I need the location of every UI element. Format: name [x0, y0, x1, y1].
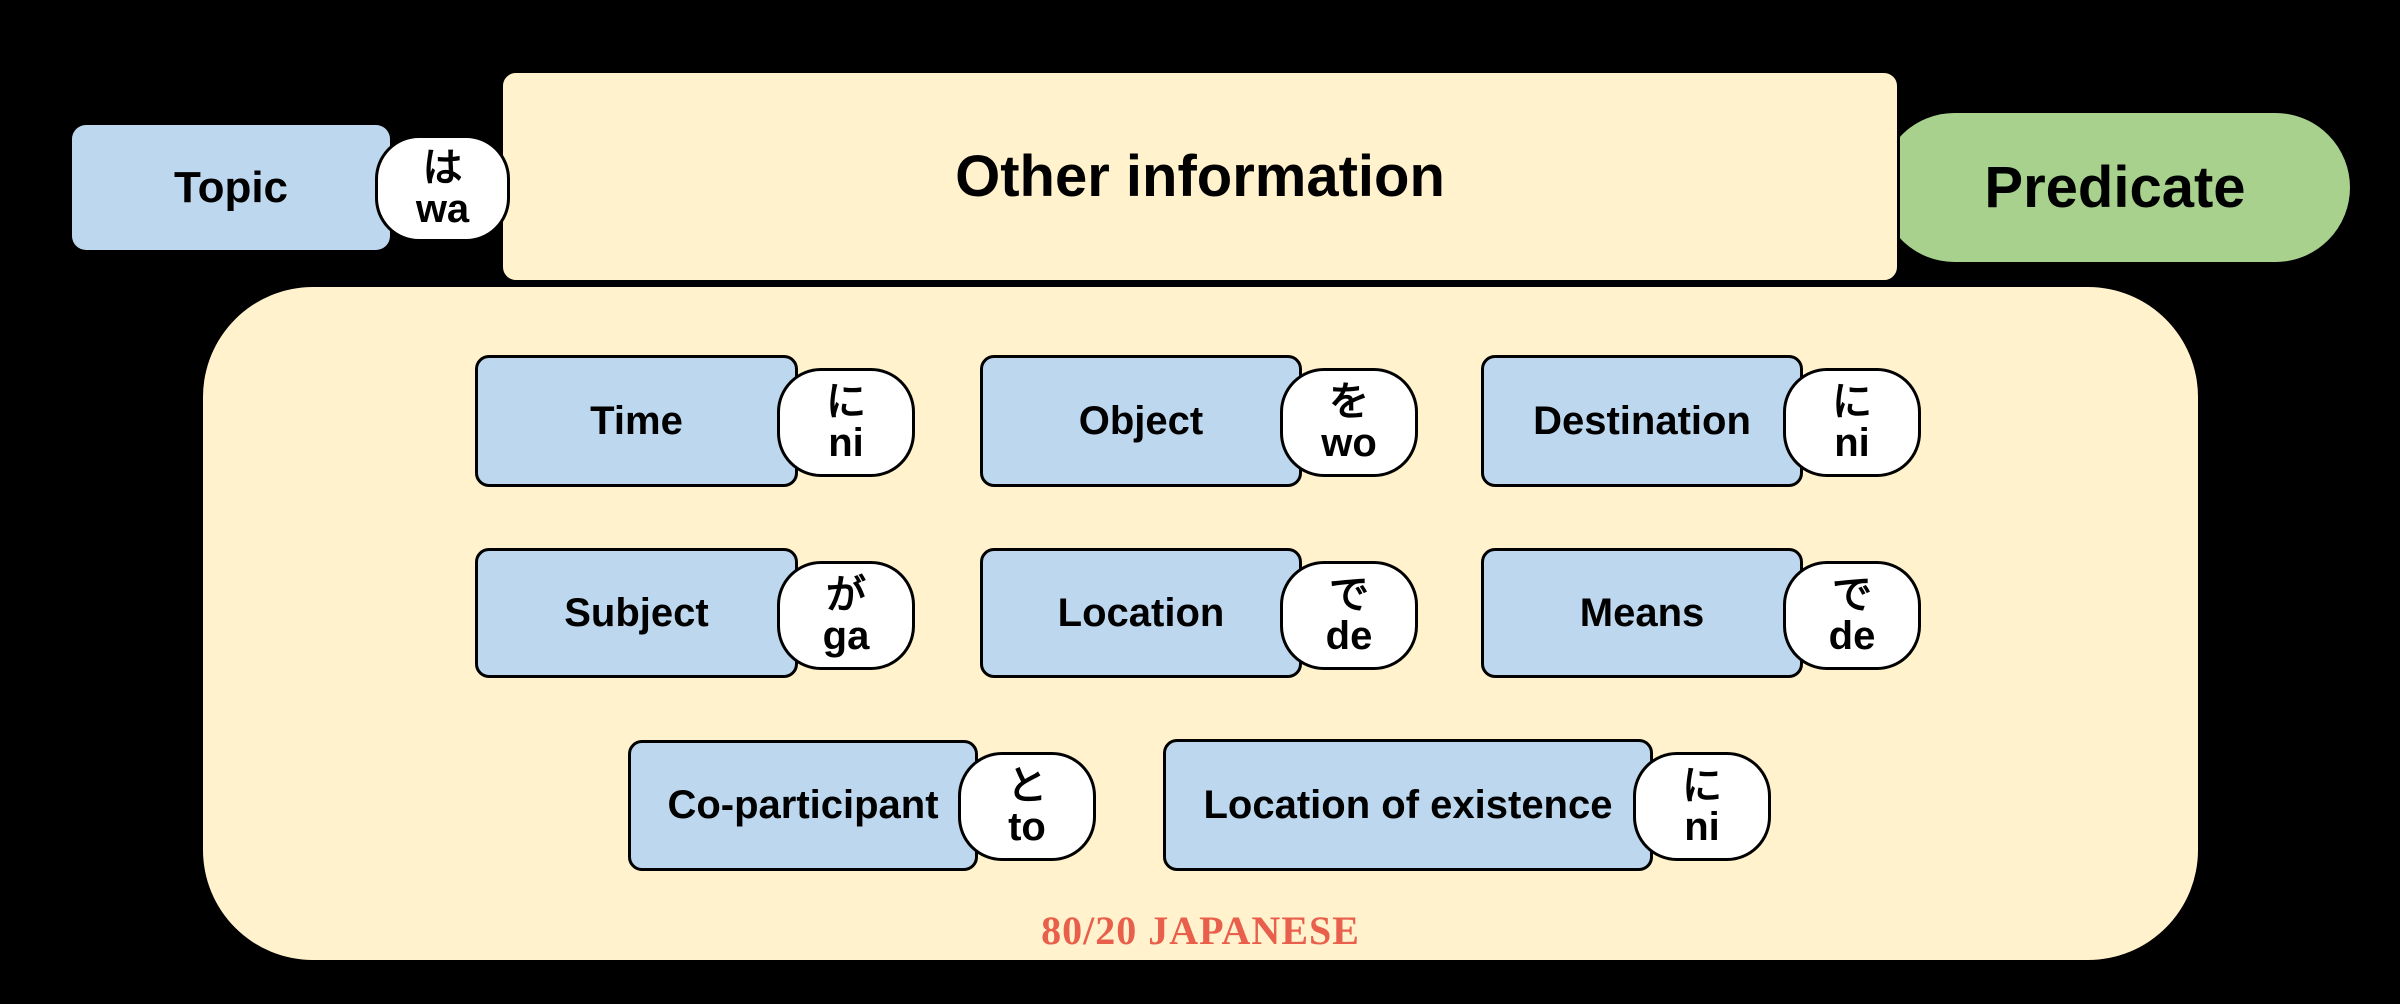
role-box-location-of-existence: Location of existence: [1163, 739, 1653, 871]
particle-bubble-ni-existence: に ni: [1633, 752, 1771, 861]
particle-romaji: de: [1325, 613, 1373, 658]
role-box-time: Time: [475, 355, 798, 487]
particle-romaji: wo: [1321, 420, 1377, 465]
particle-jp: に: [1682, 763, 1722, 808]
particle-romaji: ni: [828, 420, 864, 465]
particle-jp: で: [1832, 572, 1872, 617]
particle-romaji: ni: [1684, 804, 1720, 849]
brand-logo-text: 80/20 JAPANESE: [1041, 907, 1360, 953]
particle-romaji: ga: [822, 613, 870, 658]
particle-bubble-wa: は wa: [375, 135, 510, 242]
particle-bubble-wo: を wo: [1280, 368, 1418, 477]
particle-jp: を: [1329, 379, 1369, 424]
role-box-co-participant: Co-participant: [628, 740, 978, 871]
particle-romaji: de: [1828, 613, 1876, 658]
particle-bubble-ga: が ga: [777, 561, 915, 670]
topic-box: Topic: [72, 125, 390, 250]
other-information-box: Other information: [500, 70, 1900, 283]
particle-romaji: ni: [1834, 420, 1870, 465]
particle-bubble-ni-destination: に ni: [1783, 368, 1921, 477]
role-box-location: Location: [980, 548, 1302, 678]
particle-jp: が: [826, 572, 866, 617]
particle-romaji: to: [1008, 804, 1046, 849]
particle-bubble-de-means: で de: [1783, 561, 1921, 670]
particle-romaji: wa: [415, 186, 470, 231]
particle-jp: に: [826, 379, 866, 424]
particle-bubble-de-location: で de: [1280, 561, 1418, 670]
particle-jp: は: [422, 145, 463, 190]
role-box-subject: Subject: [475, 548, 798, 678]
particle-jp: に: [1832, 379, 1872, 424]
particle-jp: で: [1329, 572, 1369, 617]
role-box-destination: Destination: [1481, 355, 1803, 487]
predicate-box: Predicate: [1877, 110, 2353, 265]
particle-bubble-to: と to: [958, 752, 1096, 861]
particle-bubble-ni-time: に ni: [777, 368, 915, 477]
role-box-object: Object: [980, 355, 1302, 487]
role-box-means: Means: [1481, 548, 1803, 678]
particle-jp: と: [1007, 763, 1047, 808]
